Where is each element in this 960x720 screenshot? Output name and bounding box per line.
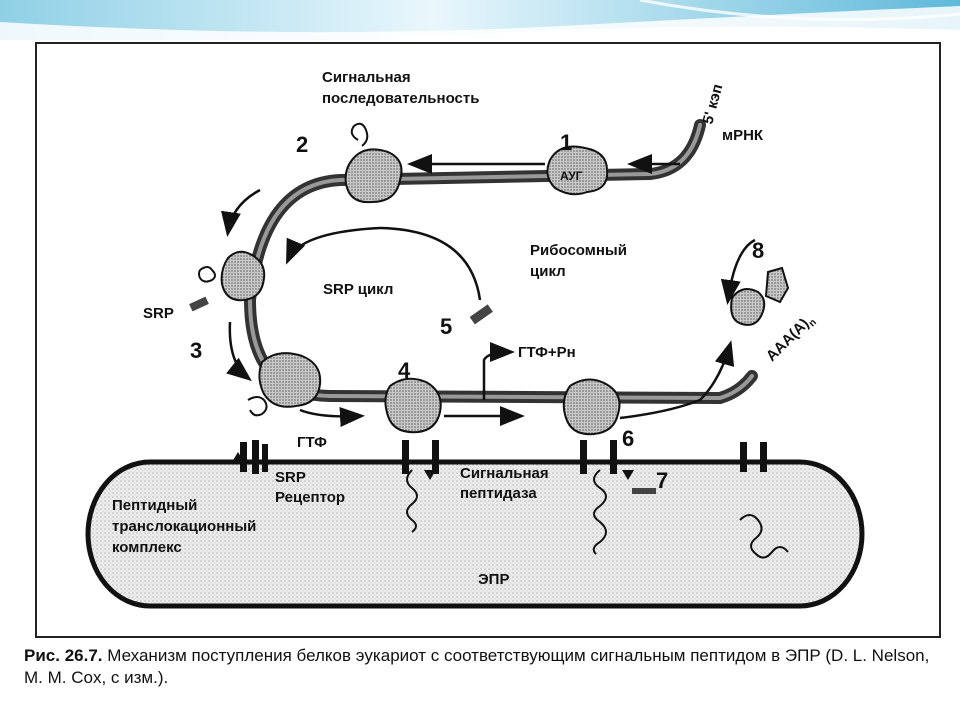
step-5-number: 5 — [440, 314, 452, 339]
srp-receptor-label-1: SRP — [275, 469, 306, 486]
signal-peptidase-label-1: Сигнальная — [460, 465, 549, 482]
protein-targeting-diagram: Сигнальная последовательность 5' кэп мРН… — [35, 42, 941, 638]
signal-sequence-label-1: Сигнальная — [322, 69, 411, 86]
step-2-number: 2 — [296, 132, 308, 157]
signal-sequence-label-2: последовательность — [322, 90, 479, 107]
translocation-complex-label-1: Пептидный — [112, 497, 197, 514]
figure-caption: Рис. 26.7. Механизм поступления белков э… — [24, 645, 949, 689]
srp-cycle-label: SRP цикл — [323, 281, 393, 298]
srp-receptor-label-2: Рецептор — [275, 489, 345, 506]
ribosome-srp-bound — [198, 250, 266, 302]
mrna-label: мРНК — [722, 127, 764, 144]
translocation-complex-label-3: комплекс — [112, 539, 182, 556]
gtp-label: ГТФ — [297, 434, 327, 451]
srp-label: SRP — [143, 305, 174, 322]
codon-label: АУГ — [560, 169, 583, 183]
released-protein — [739, 514, 789, 559]
step-6-number: 6 — [622, 426, 634, 451]
signal-peptidase-label-2: пептидаза — [460, 485, 537, 502]
caption-text: Механизм поступления белков эукариот с с… — [24, 646, 930, 687]
step-7-number: 7 — [656, 468, 668, 493]
srp-particles — [189, 296, 656, 494]
er-membrane — [85, 459, 865, 609]
mrna-strand — [243, 119, 758, 405]
cycle-arrows — [221, 154, 756, 427]
ribosome-step2 — [344, 122, 403, 204]
step-1-number: 1 — [560, 130, 572, 155]
step-4-number: 4 — [398, 358, 411, 383]
ribosome-cycle-label-1: Рибосомный — [530, 242, 627, 259]
ribosome-subunits-released — [730, 266, 790, 326]
ribosome-cycle-label-2: цикл — [530, 263, 566, 280]
translocation-complex-label-2: транслокационный — [112, 518, 256, 535]
ribosome-step1 — [546, 145, 609, 196]
gtp-pn-label: ГТФ+Рн — [518, 344, 576, 361]
ribosome-step4 — [384, 377, 442, 533]
step-8-number: 8 — [752, 238, 764, 263]
caption-label: Рис. 26.7. — [24, 646, 103, 665]
step-3-number: 3 — [190, 338, 202, 363]
ribosome-step6 — [562, 378, 621, 555]
top-decorative-banner — [0, 0, 960, 40]
ribosome-step3 — [247, 352, 322, 417]
membrane-proteins — [232, 440, 767, 480]
er-label: ЭПР — [478, 571, 509, 588]
